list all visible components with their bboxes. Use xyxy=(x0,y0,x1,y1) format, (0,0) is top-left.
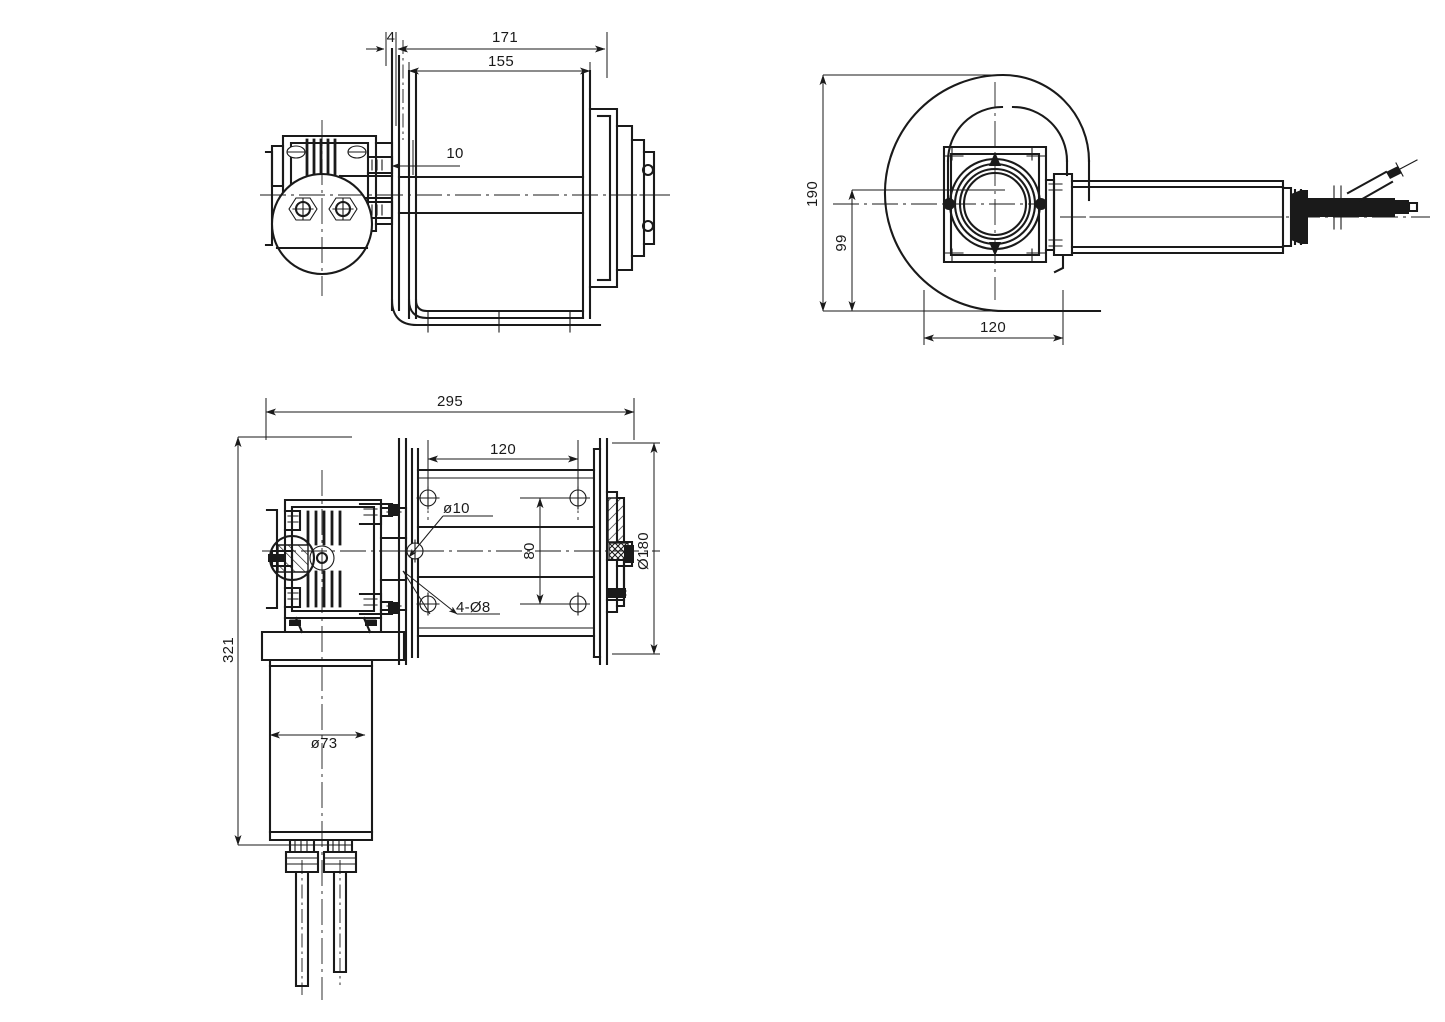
drum-plan xyxy=(397,437,609,666)
view-front-elevation: 4 171 155 10 xyxy=(260,29,670,333)
dim-label-dia73: ø73 xyxy=(311,735,338,752)
dim-label-120-plan: 120 xyxy=(490,441,516,458)
dim-label-321: 321 xyxy=(220,637,237,663)
callout-dia10 xyxy=(408,515,493,558)
dim-label-4: 4 xyxy=(387,29,396,46)
dimension-321 xyxy=(234,436,352,846)
dim-label-dia180: Ø180 xyxy=(635,532,652,570)
drum-hub-right xyxy=(588,107,661,289)
gearbox-plan xyxy=(265,498,408,620)
cable-glands-plan xyxy=(284,838,358,988)
motor-body-plan xyxy=(268,658,374,842)
drum-hub-plan xyxy=(592,447,634,659)
view-side-elevation: 190 99 120 xyxy=(804,73,1430,345)
dimension-dia180 xyxy=(612,442,660,655)
dim-label-99: 99 xyxy=(833,234,850,251)
motor-body-side xyxy=(1044,172,1293,274)
dim-label-295: 295 xyxy=(437,393,463,410)
drum-disc-side xyxy=(884,73,1102,313)
dim-label-171: 171 xyxy=(492,29,518,46)
callout-label-dia10: ø10 xyxy=(443,500,470,517)
hex-nut-right xyxy=(328,197,358,221)
dimension-120-side xyxy=(923,290,1064,345)
dim-label-190: 190 xyxy=(804,181,821,207)
dimension-171 xyxy=(397,32,608,78)
hex-nut-left xyxy=(288,197,318,221)
dimension-120-plan xyxy=(427,440,579,494)
view-plan: 295 120 80 321 Ø180 ø73 ø10 4-Ø8 xyxy=(220,393,660,1000)
cable-assembly-side xyxy=(1291,159,1419,246)
dim-label-120-side: 120 xyxy=(980,319,1006,336)
dim-label-155: 155 xyxy=(488,53,514,70)
callout-4-dia8 xyxy=(402,570,500,615)
dim-label-80: 80 xyxy=(521,542,538,559)
callout-label-4dia8: 4-Ø8 xyxy=(456,599,491,616)
cable-gland-left xyxy=(284,838,320,988)
dimension-99 xyxy=(848,189,1005,312)
cable-gland-right xyxy=(322,838,358,974)
motor-base-plate xyxy=(260,616,406,662)
dim-label-10: 10 xyxy=(446,145,463,162)
drum-body-front xyxy=(390,47,602,333)
gearmotor-front xyxy=(264,134,394,276)
dimension-295 xyxy=(265,398,635,440)
hole-bottom-right xyxy=(566,592,590,616)
